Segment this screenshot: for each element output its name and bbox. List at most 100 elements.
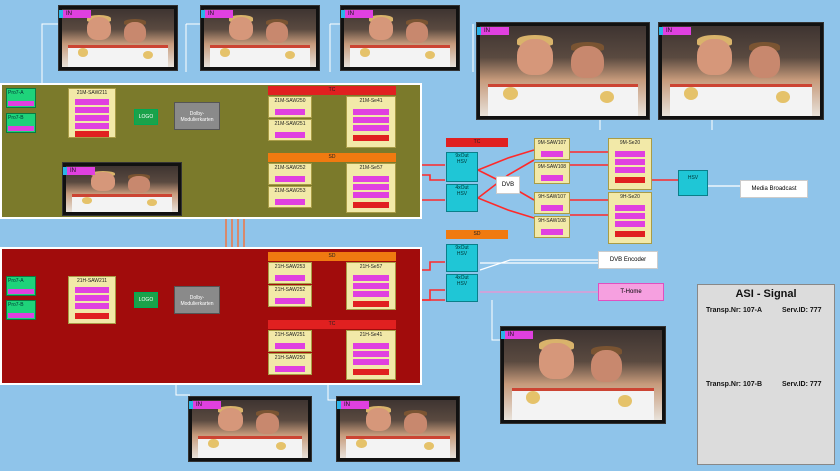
mux-port	[353, 275, 389, 281]
source-pro7-b[interactable]: Pro7-B	[6, 300, 36, 320]
source-label: Pro7-B	[8, 115, 24, 121]
mux-port	[353, 117, 389, 123]
monitor-main-2[interactable]: IN	[658, 22, 824, 120]
dvb-router-9m-saw108[interactable]: 9M-SAW108	[534, 162, 570, 184]
mux-port	[353, 291, 389, 297]
dolby-card-b[interactable]: Dolby- Modulierkarten	[174, 286, 220, 314]
mux-port	[615, 213, 645, 219]
mux-21h-se41[interactable]: 21H-Se41	[346, 330, 396, 380]
monitor-input-tag: IN	[59, 10, 91, 18]
router-21h-saw253[interactable]: 21H-SAW253	[268, 262, 312, 284]
router-title: 21M-SAW253	[274, 188, 306, 194]
monitor-input-tag: IN	[477, 27, 509, 35]
source-output	[8, 289, 34, 294]
switch-label: 9xOut	[455, 245, 469, 251]
monitor-main-1[interactable]: IN	[476, 22, 650, 120]
mux-port	[615, 205, 645, 211]
router-port	[75, 123, 109, 129]
monitor-3[interactable]: IN	[340, 5, 460, 71]
router-title: 9H-SAW107	[538, 194, 566, 200]
router-21h-saw252[interactable]: 21H-SAW252	[268, 285, 312, 307]
router-21m-saw251[interactable]: 21M-SAW251	[268, 119, 312, 141]
dvb-router-9h-saw107[interactable]: 9H-SAW107	[534, 192, 570, 214]
mux-21m-se41[interactable]: 21M-Se41	[346, 96, 396, 148]
mux-21h-se57[interactable]: 21H-Se57	[346, 262, 396, 310]
source-label: Pro7-B	[8, 302, 24, 308]
router-port	[275, 343, 305, 349]
output-media-broadcast[interactable]: Media Broadcast	[740, 180, 808, 198]
monitor-2[interactable]: IN	[200, 5, 320, 71]
source-output	[8, 313, 34, 318]
monitor-5[interactable]: IN	[188, 396, 312, 462]
group-header-b2: TC	[268, 320, 396, 329]
group-header-b1: SD	[268, 252, 396, 261]
router-port	[275, 199, 305, 205]
video-frame	[480, 26, 646, 116]
output-t-home[interactable]: T-Home	[598, 283, 664, 301]
video-frame	[504, 330, 662, 420]
mux-title: 21H-Se57	[359, 264, 383, 270]
mux-port	[353, 343, 389, 349]
monitor-6[interactable]: IN	[336, 396, 460, 462]
router-21h-saw251[interactable]: 21H-SAW251	[268, 330, 312, 352]
mux-port	[615, 167, 645, 173]
router-port	[75, 303, 109, 309]
mux-out	[353, 369, 389, 375]
router-21m-saw253[interactable]: 21M-SAW253	[268, 186, 312, 208]
source-pro7-a[interactable]: Pro7-A	[6, 276, 36, 296]
monitor-input-tag: IN	[501, 331, 533, 339]
mux-port	[353, 283, 389, 289]
router-title: 9M-SAW108	[537, 164, 567, 170]
video-frame	[192, 400, 308, 458]
mux-port	[353, 176, 389, 182]
mux-title: 9M-Se20	[619, 140, 641, 146]
output-dvb-encoder[interactable]: DVB Encoder	[598, 251, 658, 269]
mux-port	[353, 125, 389, 131]
logo-inserter-b[interactable]: LOGO	[134, 292, 158, 308]
ingest-router-a[interactable]: 21M-SAW211	[68, 88, 116, 138]
source-pro7-b[interactable]: Pro7-B	[6, 113, 36, 133]
switch-label: 4xOut	[455, 275, 469, 281]
mux-out-9h-se20[interactable]: 9H-Se20	[608, 192, 652, 244]
router-out	[75, 131, 109, 137]
mux-port	[353, 351, 389, 357]
dvb-label: DVB	[496, 176, 520, 194]
mux-21m-se57[interactable]: 21M-Se57	[346, 163, 396, 213]
monitor-1[interactable]: IN	[58, 5, 178, 71]
switch-sub: HSV	[456, 191, 468, 197]
router-title: 21M-SAW250	[274, 98, 306, 104]
video-frame	[662, 26, 820, 116]
switch-label: 9xOut	[455, 153, 469, 159]
router-21m-saw250[interactable]: 21M-SAW250	[268, 96, 312, 118]
logo-inserter-a[interactable]: LOGO	[134, 109, 158, 125]
dolby-card-a[interactable]: Dolby- Modulierkarten	[174, 102, 220, 130]
source-pro7-a[interactable]: Pro7-A	[6, 88, 36, 108]
monitor-main-3[interactable]: IN	[500, 326, 666, 424]
monitor-input-tag: IN	[189, 401, 221, 409]
monitor-4[interactable]: IN	[62, 162, 182, 216]
router-port	[75, 99, 109, 105]
dvb-router-9m-saw107[interactable]: 9M-SAW107	[534, 138, 570, 160]
video-frame	[344, 9, 456, 67]
mux-out-9m-se20[interactable]: 9M-Se20	[608, 138, 652, 190]
mux-port	[353, 359, 389, 365]
router-21h-saw250[interactable]: 21H-SAW250	[268, 353, 312, 375]
router-port	[75, 115, 109, 121]
mux-title: 21H-Se41	[359, 332, 383, 338]
mux-out	[353, 202, 389, 208]
router-port	[75, 295, 109, 301]
ingest-router-b[interactable]: 21H-SAW211	[68, 276, 116, 324]
router-port	[275, 298, 305, 304]
mux-title: 21M-Se57	[359, 165, 383, 171]
router-port	[75, 287, 109, 293]
dolby-label: Dolby- Modulierkarten	[180, 111, 214, 123]
final-switch[interactable]: HSV	[678, 170, 708, 196]
router-21m-saw252[interactable]: 21M-SAW252	[268, 163, 312, 185]
router-title: 21H-SAW250	[274, 355, 306, 361]
dvb-router-9h-saw108[interactable]: 9H-SAW108	[534, 216, 570, 238]
group-header-a2: SD	[268, 153, 396, 162]
